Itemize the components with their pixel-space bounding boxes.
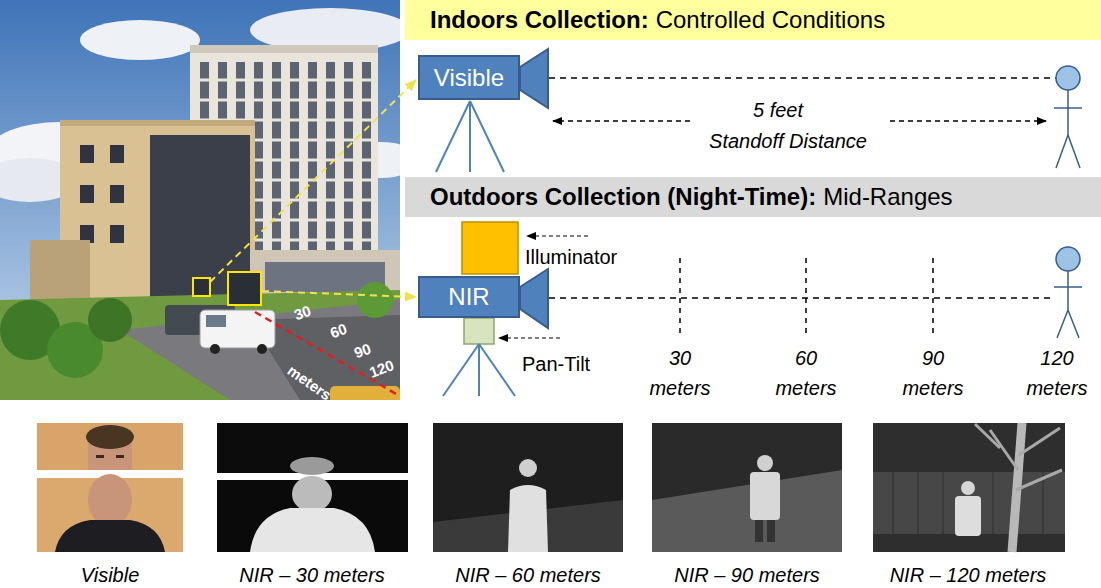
nir-photo-120m <box>873 423 1065 552</box>
photo-caption: Visible <box>81 564 140 586</box>
camera-label: Visible <box>434 64 504 92</box>
dimension-label: 5 feet <box>753 98 803 122</box>
section-subheading: Controlled Conditions <box>656 6 885 34</box>
section-band: Outdoors Collection (Night-Time):Mid-Ran… <box>405 177 1101 217</box>
range-ticks <box>680 258 933 334</box>
range-label: 60 meters <box>769 343 843 403</box>
pointer-arrows <box>210 80 416 297</box>
range-label: 120 meters <box>1020 343 1094 403</box>
section-heading: Indoors Collection: <box>430 6 649 34</box>
photo-caption: NIR – 60 meters <box>455 564 601 586</box>
range-label: 30 meters <box>643 343 717 403</box>
nir-photo-60m <box>433 423 623 552</box>
camera-body: Visible <box>418 55 520 100</box>
building-illustration <box>0 0 400 400</box>
subject-figure <box>1054 66 1082 168</box>
sight-line <box>549 77 1056 79</box>
subject-figure <box>1054 247 1082 338</box>
camera-label: NIR <box>448 283 489 311</box>
section-heading: Outdoors Collection (Night-Time): <box>430 183 816 211</box>
photo-caption: NIR – 90 meters <box>674 564 820 586</box>
sight-line <box>549 297 1054 299</box>
nir-photo-30m <box>217 423 408 552</box>
part-label: Illuminator <box>525 245 617 269</box>
photo-caption: NIR – 120 meters <box>890 564 1047 586</box>
visible-photo <box>37 423 183 552</box>
section-band: Indoors Collection:Controlled Conditions <box>405 0 1101 40</box>
dimension-label: Standoff Distance <box>709 129 867 153</box>
camera-body: NIR <box>418 276 520 318</box>
nir-photo-90m <box>652 423 842 552</box>
photo-caption: NIR – 30 meters <box>239 564 385 586</box>
section-subheading: Mid-Ranges <box>823 183 952 211</box>
range-label: 90 meters <box>896 343 970 403</box>
part-label: Pan-Tilt <box>522 352 590 376</box>
